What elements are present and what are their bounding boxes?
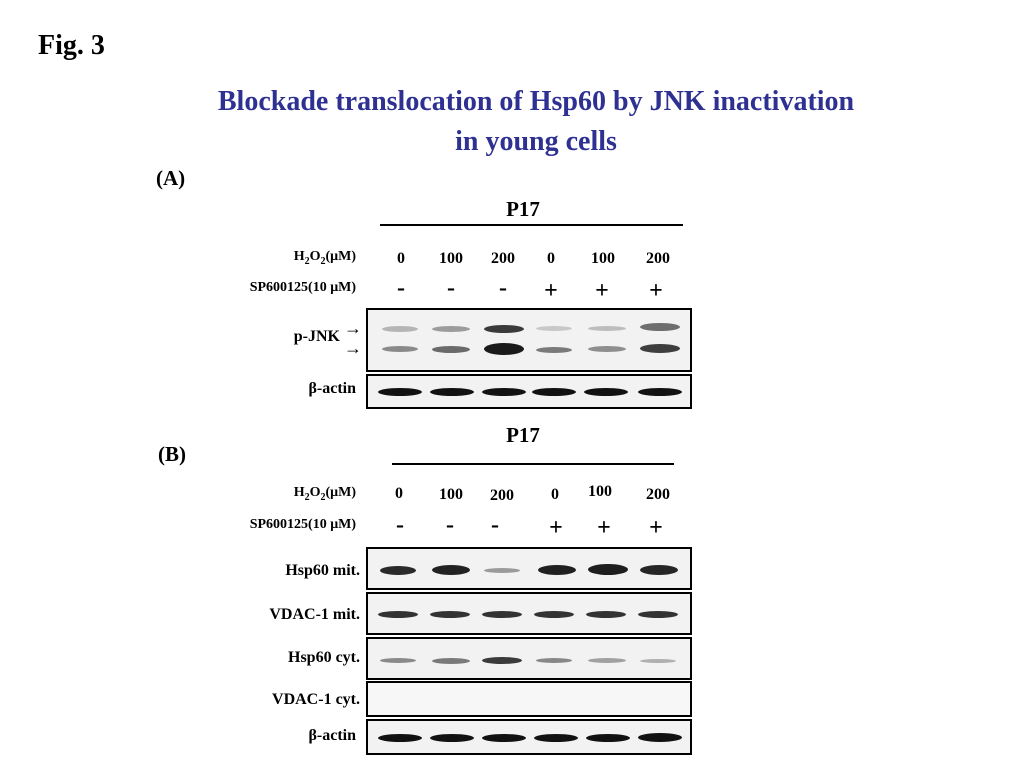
blot-hsp60-cyt bbox=[366, 637, 692, 680]
panel-b-sp-label: SP600125(10 μM) bbox=[249, 517, 356, 532]
panel-b-h2o2-lane6: 200 bbox=[646, 486, 670, 503]
blot-label-hsp60-mit: Hsp60 mit. bbox=[285, 562, 360, 579]
panel-a-sp-label: SP600125(10 μM) bbox=[249, 280, 356, 295]
arrow-right-icon: → bbox=[344, 338, 362, 358]
blot-beta-actin-a bbox=[366, 374, 692, 409]
figure-label: Fig. 3 bbox=[38, 30, 105, 61]
panel-b-sp-lane5: + bbox=[597, 515, 611, 541]
panel-a-h2o2-lane2: 100 bbox=[439, 250, 463, 267]
blot-hsp60-mit bbox=[366, 547, 692, 590]
blot-vdac1-cyt bbox=[366, 681, 692, 717]
blot-label-p-jnk: p-JNK bbox=[293, 328, 340, 345]
panel-a-sp-lane3: - bbox=[499, 275, 507, 301]
blot-vdac1-mit bbox=[366, 592, 692, 635]
panel-b-group-label: P17 bbox=[506, 423, 540, 447]
panel-b-sp-lane6: + bbox=[649, 515, 663, 541]
blot-label-hsp60-cyt: Hsp60 cyt. bbox=[288, 649, 360, 666]
panel-a-h2o2-lane3: 200 bbox=[491, 250, 515, 267]
panel-a-h2o2-lane6: 200 bbox=[646, 250, 670, 267]
blot-label-beta-actin-a: β-actin bbox=[308, 380, 356, 397]
figure-title-line1: Blockade translocation of Hsp60 by JNK i… bbox=[217, 86, 855, 117]
blot-beta-actin-b bbox=[366, 719, 692, 755]
figure-title-line2: in young cells bbox=[455, 126, 617, 157]
panel-a-h2o2-lane5: 100 bbox=[591, 250, 615, 267]
blot-label-vdac1-cyt: VDAC-1 cyt. bbox=[272, 691, 360, 708]
panel-a-group-line bbox=[380, 224, 683, 226]
panel-b-h2o2-lane1: 0 bbox=[395, 485, 403, 502]
panel-a-group-label: P17 bbox=[506, 197, 540, 221]
panel-b-label: (B) bbox=[158, 442, 186, 466]
panel-b-sp-lane2: - bbox=[446, 512, 454, 538]
panel-b-group-line bbox=[392, 463, 674, 465]
panel-a-sp-lane1: - bbox=[397, 275, 405, 301]
panel-b-h2o2-lane2: 100 bbox=[439, 486, 463, 503]
panel-a-sp-lane6: + bbox=[649, 278, 663, 304]
panel-a-sp-lane5: + bbox=[595, 278, 609, 304]
panel-b-h2o2-label: H2O2(μM) bbox=[293, 485, 356, 503]
blot-p-jnk bbox=[366, 308, 692, 372]
blot-label-beta-actin-b: β-actin bbox=[308, 727, 356, 744]
panel-b-h2o2-lane5: 100 bbox=[588, 483, 612, 500]
panel-a-label: (A) bbox=[156, 166, 186, 190]
panel-b-h2o2-lane3: 200 bbox=[490, 487, 514, 504]
panel-a-h2o2-lane1: 0 bbox=[397, 250, 405, 267]
arrow-right-icon: → bbox=[344, 318, 362, 338]
panel-b-sp-lane3: - bbox=[491, 512, 499, 538]
panel-a-h2o2-label: H2O2(μM) bbox=[293, 249, 356, 267]
panel-a-h2o2-lane4: 0 bbox=[547, 250, 555, 267]
blot-label-vdac1-mit: VDAC-1 mit. bbox=[269, 606, 360, 623]
panel-b-sp-lane4: + bbox=[549, 515, 563, 541]
panel-b-sp-lane1: - bbox=[396, 512, 404, 538]
panel-a-sp-lane4: + bbox=[544, 278, 558, 304]
panel-a-sp-lane2: - bbox=[447, 275, 455, 301]
panel-b-h2o2-lane4: 0 bbox=[551, 486, 559, 503]
